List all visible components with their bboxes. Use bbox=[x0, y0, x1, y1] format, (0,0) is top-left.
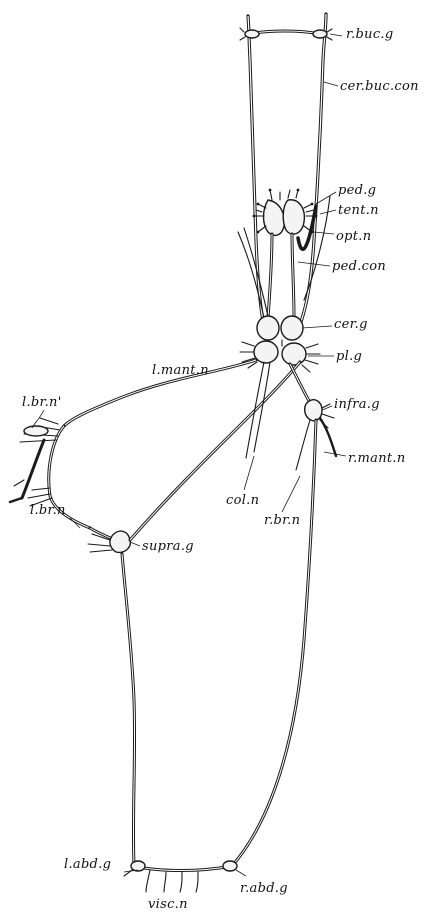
right-abdominal-ganglion bbox=[223, 861, 237, 871]
left-buccal-ganglion bbox=[245, 30, 259, 38]
label-tent-n: tent.n bbox=[338, 203, 379, 218]
label-pl-g: pl.g bbox=[336, 349, 362, 364]
label-cer-g: cer.g bbox=[334, 317, 368, 332]
leader-lines bbox=[32, 34, 346, 876]
left-abdominal-ganglion bbox=[131, 861, 145, 871]
visceral-loop-left bbox=[122, 554, 135, 866]
left-branchial-ganglion bbox=[24, 426, 48, 436]
label-r-br-n: r.br.n bbox=[264, 513, 300, 528]
left-pedal-ganglion bbox=[264, 200, 285, 235]
label-col-n: col.n bbox=[226, 493, 259, 508]
label-cer-buc-con: cer.buc.con bbox=[340, 79, 419, 94]
right-cerebral-ganglion bbox=[281, 316, 303, 340]
label-r-mant-n: r.mant.n bbox=[348, 451, 406, 466]
supra-intestinal-ganglion bbox=[110, 531, 130, 552]
supra-intestinal-ganglion-group bbox=[88, 531, 130, 552]
label-supra-g: supra.g bbox=[142, 539, 194, 554]
label-opt-n: opt.n bbox=[336, 229, 371, 244]
left-cerebral-ganglion bbox=[257, 316, 279, 340]
abdominal-ganglia bbox=[124, 861, 237, 892]
label-ped-g: ped.g bbox=[338, 183, 376, 198]
columellar-nerve bbox=[246, 362, 270, 458]
pedal-ganglia bbox=[253, 189, 318, 236]
label-r-abd-g: r.abd.g bbox=[240, 881, 288, 896]
label-l-br-n: l.br.n bbox=[30, 503, 66, 518]
buccal-commissure bbox=[240, 28, 332, 40]
label-infra-g: infra.g bbox=[334, 397, 380, 412]
infra-intestinal-ganglion-group bbox=[290, 364, 336, 470]
left-pleural-ganglion bbox=[254, 341, 278, 363]
right-pleural-ganglion bbox=[282, 343, 306, 365]
label-r-buc-g: r.buc.g bbox=[346, 27, 393, 42]
right-pedal-ganglion bbox=[283, 200, 304, 234]
label-l-abd-g: l.abd.g bbox=[64, 857, 111, 872]
label-l-br-n-prime: l.br.n' bbox=[22, 395, 62, 410]
right-buccal-ganglion bbox=[313, 30, 327, 38]
cerebro-buccal-connectives bbox=[248, 14, 326, 338]
label-l-mant-n: l.mant.n bbox=[152, 363, 209, 378]
label-visc-n: visc.n bbox=[148, 897, 188, 912]
labels: r.buc.g cer.buc.con ped.g tent.n opt.n p… bbox=[22, 27, 419, 912]
label-ped-con: ped.con bbox=[332, 259, 386, 274]
cerebral-pleural-complex bbox=[240, 316, 320, 372]
